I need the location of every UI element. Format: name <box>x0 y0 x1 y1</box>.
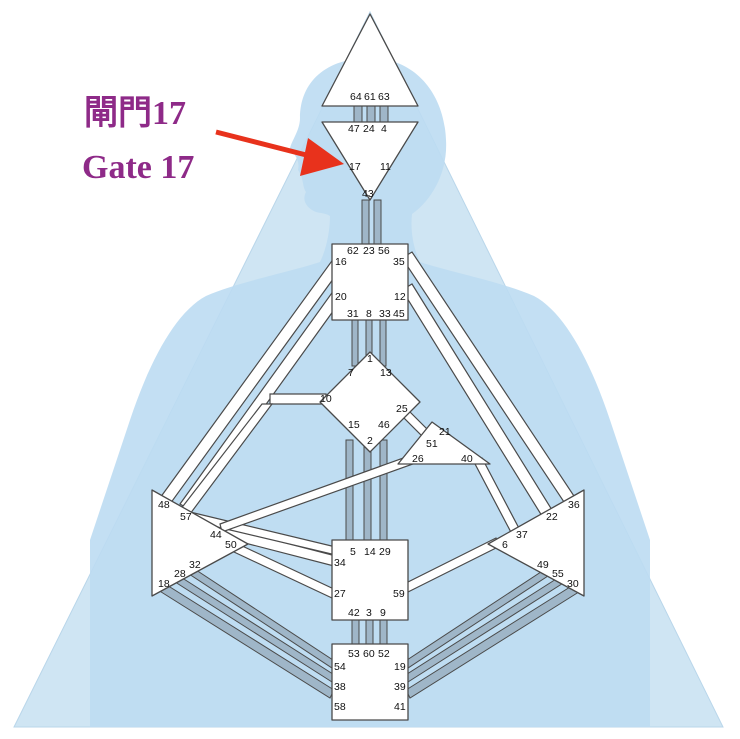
gate-39: 39 <box>394 681 406 693</box>
gate-28: 28 <box>174 568 186 580</box>
gate-27: 27 <box>334 588 346 600</box>
gate-41: 41 <box>394 701 406 713</box>
gate-2: 2 <box>367 435 373 447</box>
gate-31: 31 <box>347 308 359 320</box>
gate-33: 33 <box>379 308 391 320</box>
gate-13: 13 <box>380 367 392 379</box>
gate-62: 62 <box>347 245 359 257</box>
gate-64: 64 <box>350 91 362 103</box>
gate-23: 23 <box>363 245 375 257</box>
gate-32: 32 <box>189 559 201 571</box>
gate-61: 61 <box>364 91 376 103</box>
gate-25: 25 <box>396 403 408 415</box>
gate-60: 60 <box>363 648 375 660</box>
gate-17: 17 <box>349 161 361 173</box>
gate-18: 18 <box>158 578 170 590</box>
gate-12: 12 <box>394 291 406 303</box>
gate-55: 55 <box>552 568 564 580</box>
gate-16: 16 <box>335 256 347 268</box>
gate-58: 58 <box>334 701 346 713</box>
throat-center <box>331 243 409 321</box>
gate-54: 54 <box>334 661 346 673</box>
gate-26: 26 <box>412 453 424 465</box>
gate-19: 19 <box>394 661 406 673</box>
sacral-center <box>331 539 409 621</box>
gate-57: 57 <box>180 511 192 523</box>
gate-21: 21 <box>439 426 451 438</box>
head-center <box>321 13 419 107</box>
root-center <box>331 643 409 721</box>
gate-40: 40 <box>461 453 473 465</box>
gate-label-english: Gate 17 <box>82 149 195 186</box>
gate-24: 24 <box>363 123 375 135</box>
gate-51: 51 <box>426 438 438 450</box>
gate-47: 47 <box>348 123 360 135</box>
gate-9: 9 <box>380 607 386 619</box>
channels <box>157 105 583 699</box>
gate-numbers: 64 61 63 47 24 4 17 11 43 62 23 56 16 35… <box>158 91 580 713</box>
centers <box>151 13 585 721</box>
gate-46: 46 <box>378 419 390 431</box>
gate-49: 49 <box>537 559 549 571</box>
gate-6: 6 <box>502 539 508 551</box>
gate-52: 52 <box>378 648 390 660</box>
gate-22: 22 <box>546 511 558 523</box>
gate-36: 36 <box>568 499 580 511</box>
gate-11: 11 <box>380 161 391 173</box>
gate-43: 43 <box>362 188 374 200</box>
gate-50: 50 <box>225 539 237 551</box>
gate-15: 15 <box>348 419 360 431</box>
gate-10: 10 <box>320 393 332 405</box>
gate-56: 56 <box>378 245 390 257</box>
gate-5: 5 <box>350 546 356 558</box>
gate-59: 59 <box>393 588 405 600</box>
gate-1: 1 <box>367 353 373 365</box>
g-center <box>319 351 421 453</box>
gate-63: 63 <box>378 91 390 103</box>
gate-30: 30 <box>567 578 579 590</box>
spleen-center <box>151 489 249 597</box>
gate-34: 34 <box>334 557 346 569</box>
gate-20: 20 <box>335 291 347 303</box>
gate-29: 29 <box>379 546 391 558</box>
gate-53: 53 <box>348 648 360 660</box>
pointer-arrow <box>215 129 344 176</box>
gate-8: 8 <box>366 308 372 320</box>
gate-14: 14 <box>364 546 376 558</box>
gate-42: 42 <box>348 607 360 619</box>
gate-38: 38 <box>334 681 346 693</box>
gate-7: 7 <box>348 367 354 379</box>
gate-48: 48 <box>158 499 170 511</box>
gate-44: 44 <box>210 529 222 541</box>
gate-37: 37 <box>516 529 528 541</box>
ajna-center <box>321 121 419 201</box>
solar-plexus-center <box>487 489 585 597</box>
gate-label-chinese: 閘門17 <box>84 95 186 132</box>
ego-center <box>397 421 491 465</box>
gate-4: 4 <box>381 123 387 135</box>
gate-35: 35 <box>393 256 405 268</box>
gate-45: 45 <box>393 308 405 320</box>
gate-3: 3 <box>366 607 372 619</box>
